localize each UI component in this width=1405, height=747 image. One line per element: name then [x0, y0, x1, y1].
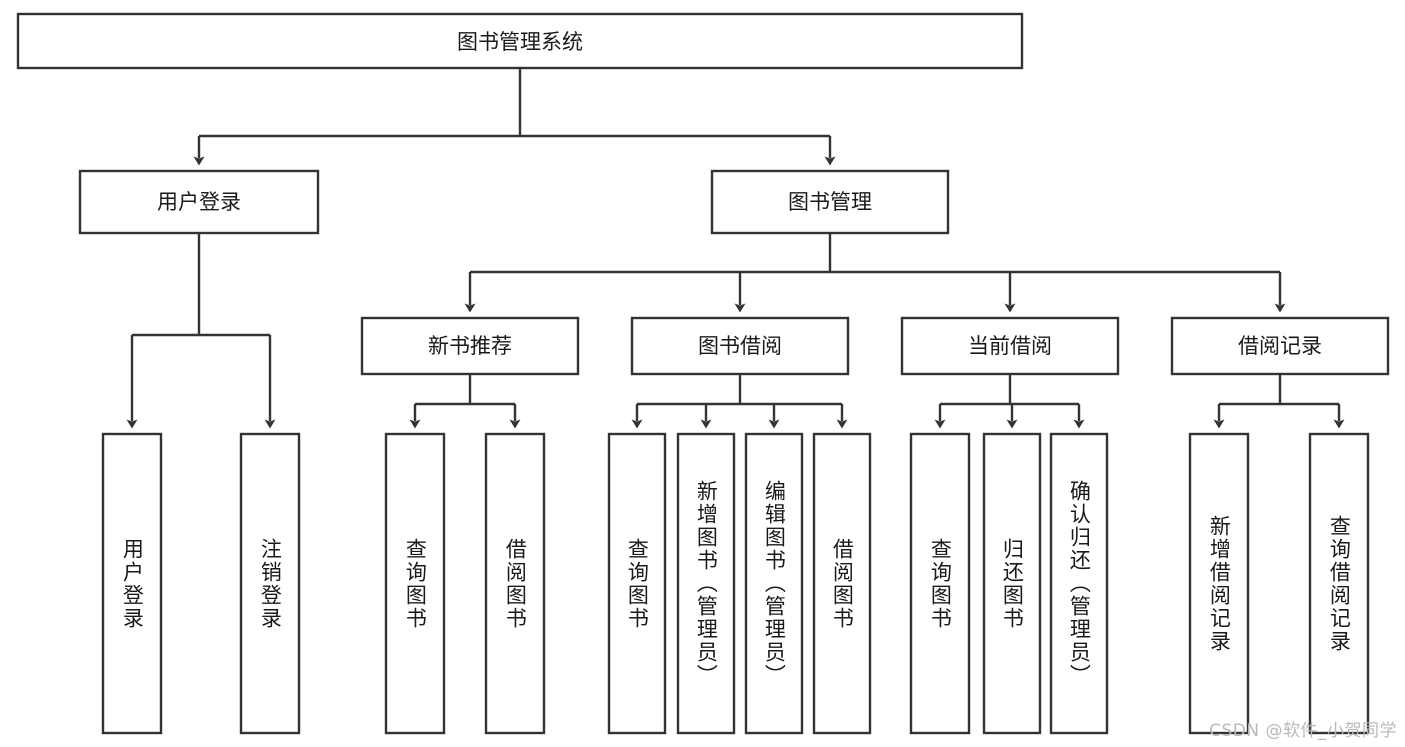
- leaf-box-query-book-a[interactable]: [384, 432, 446, 735]
- node-borrow-records-box: [1170, 316, 1390, 376]
- csdn-watermark: CSDN @软件_小贺同学: [1209, 721, 1397, 741]
- node-new-book-recommend-box: [360, 316, 580, 376]
- node-root-box: [16, 12, 1024, 70]
- leaf-box-layer: [101, 432, 1370, 735]
- node-book-manage-label: 图书管理: [788, 190, 872, 214]
- leaf-box-return-book[interactable]: [982, 432, 1042, 735]
- leaf-box-query-book-c[interactable]: [909, 432, 971, 735]
- node-user-login-label: 用户登录: [157, 190, 241, 214]
- leaf-box-add-record[interactable]: [1188, 432, 1250, 735]
- leaf-box-borrow-book-b[interactable]: [812, 432, 872, 735]
- node-current-borrow-box: [900, 316, 1120, 376]
- node-book-manage-box: [710, 169, 950, 235]
- node-book-borrow[interactable]: 图书借阅: [630, 316, 850, 376]
- node-current-borrow-label: 当前借阅: [968, 334, 1052, 358]
- node-book-borrow-label: 图书借阅: [698, 334, 782, 358]
- node-current-borrow[interactable]: 当前借阅: [900, 316, 1120, 376]
- node-user-login[interactable]: 用户登录: [78, 169, 320, 235]
- node-book-borrow-box: [630, 316, 850, 376]
- connector-layer: [126, 68, 1345, 429]
- leaf-box-add-book-admin[interactable]: [676, 432, 736, 735]
- node-new-book-recommend[interactable]: 新书推荐: [360, 316, 580, 376]
- node-new-book-recommend-label: 新书推荐: [428, 334, 512, 358]
- leaf-box-logout[interactable]: [239, 432, 301, 735]
- leaf-box-edit-book-admin[interactable]: [744, 432, 804, 735]
- node-book-manage[interactable]: 图书管理: [710, 169, 950, 235]
- node-root-label: 图书管理系统: [457, 30, 583, 54]
- node-borrow-records-label: 借阅记录: [1238, 334, 1322, 358]
- leaf-box-user-login[interactable]: [101, 432, 163, 735]
- node-borrow-records[interactable]: 借阅记录: [1170, 316, 1390, 376]
- leaf-box-confirm-return[interactable]: [1049, 432, 1109, 735]
- leaf-box-borrow-book-a[interactable]: [484, 432, 546, 735]
- node-user-login-box: [78, 169, 320, 235]
- leaf-box-query-record[interactable]: [1308, 432, 1370, 735]
- node-root[interactable]: 图书管理系统: [16, 12, 1024, 70]
- leaf-box-query-book-b[interactable]: [607, 432, 667, 735]
